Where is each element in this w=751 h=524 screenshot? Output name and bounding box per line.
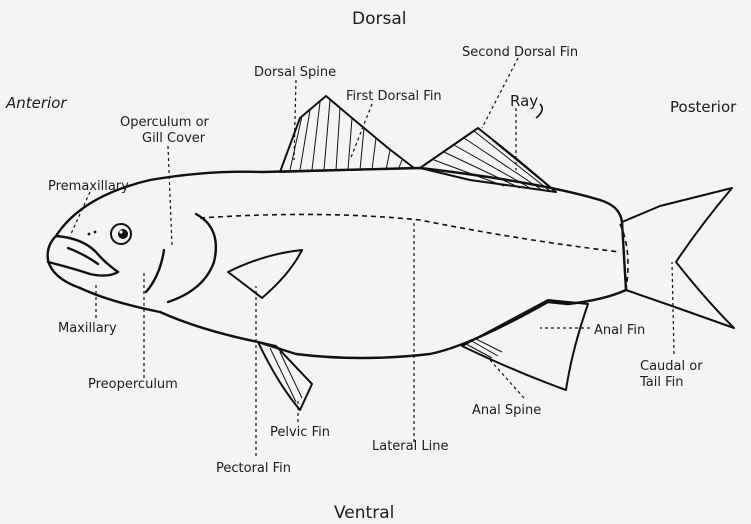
label-ventral: Ventral [334, 503, 394, 523]
second-dorsal-fin [420, 128, 556, 192]
label-maxillary: Maxillary [58, 321, 117, 336]
label-caudal-2: Tail Fin [639, 375, 684, 390]
eye [88, 224, 131, 244]
pectoral-fin [228, 250, 302, 298]
mouth [48, 236, 118, 276]
pelvic-fin [258, 342, 312, 410]
label-ray: Ray [510, 92, 538, 110]
preoperculum-outline [146, 250, 164, 292]
label-dorsal-spine: Dorsal Spine [254, 65, 336, 80]
label-pelvic-fin: Pelvic Fin [270, 425, 330, 440]
label-posterior: Posterior [670, 98, 737, 116]
label-anal-fin: Anal Fin [594, 323, 645, 338]
label-first-dorsal-fin: First Dorsal Fin [346, 89, 442, 104]
label-preoperculum: Preoperculum [88, 377, 178, 392]
label-dorsal: Dorsal [352, 9, 406, 29]
label-anal-spine: Anal Spine [472, 403, 541, 418]
label-premaxillary: Premaxillary [48, 179, 129, 194]
label-lateral-line: Lateral Line [372, 439, 448, 454]
label-operculum-2: Gill Cover [142, 131, 206, 146]
label-operculum-1: Operculum or [120, 115, 210, 130]
label-caudal-1: Caudal or [640, 359, 703, 374]
operculum-outline [168, 214, 216, 302]
first-dorsal-fin [280, 96, 414, 172]
label-second-dorsal-fin: Second Dorsal Fin [462, 45, 578, 60]
label-pectoral-fin: Pectoral Fin [216, 461, 291, 476]
label-anterior: Anterior [5, 94, 67, 112]
lateral-line-dashes [200, 214, 620, 252]
caudal-fin [622, 188, 734, 328]
